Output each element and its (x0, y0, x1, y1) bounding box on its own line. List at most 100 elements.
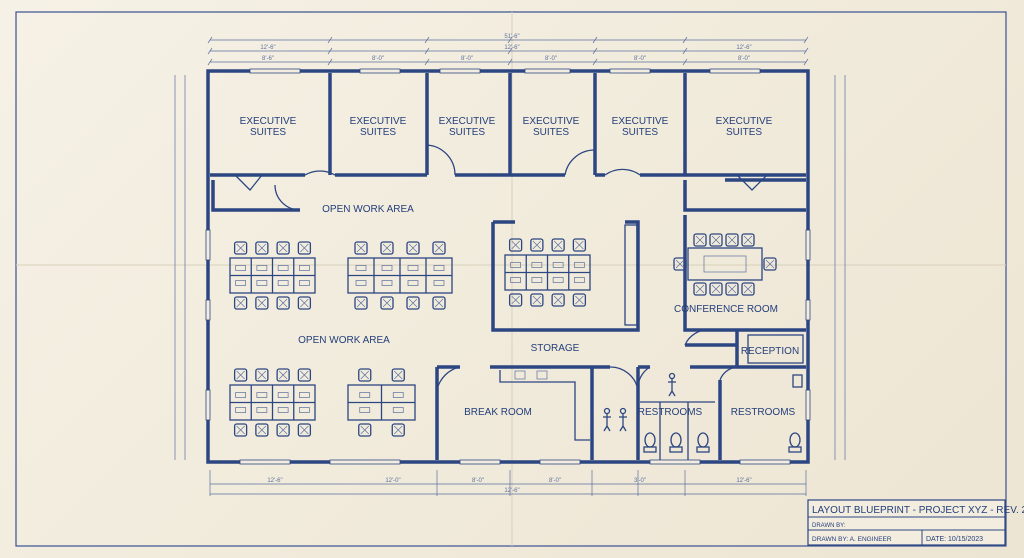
workstation-cluster (347, 384, 416, 421)
room-label-restrooms: RESTROOMS (731, 407, 796, 418)
chair (297, 296, 312, 310)
dim-tick (803, 36, 809, 44)
dim-label: 12'-6" (736, 478, 751, 484)
window (524, 68, 571, 74)
toilet (696, 432, 710, 453)
window (359, 68, 401, 74)
dim-tick (592, 47, 598, 55)
dim-label: 12'-6" (260, 45, 275, 51)
chair (741, 233, 755, 247)
dim-label: 12'-6" (267, 478, 282, 484)
dim-tick (207, 36, 213, 44)
dim-tick (592, 36, 598, 44)
chair (276, 241, 290, 255)
workstation-cluster (229, 257, 316, 294)
chair (709, 233, 723, 247)
reception-desk (747, 334, 804, 364)
chair (297, 423, 312, 437)
window (249, 68, 301, 74)
chair (297, 241, 312, 255)
chair (530, 238, 544, 252)
title-block-drawn-by: DRAWN BY: A. ENGINEER (812, 536, 892, 543)
dim-tick (327, 47, 333, 55)
chair (725, 282, 739, 296)
dim-label: 8'-0" (372, 56, 384, 62)
dim-tick (592, 58, 598, 66)
dim-tick (507, 58, 513, 66)
dim-label: 12'-6" (504, 45, 519, 51)
chair (255, 296, 269, 310)
restroom-sign-icon (603, 407, 611, 432)
dim-tick (207, 47, 213, 55)
dimension-lines: 51'-6" 12'-6" 12'-6" 12'-6" 8'-6" 8'-0" … (174, 34, 846, 496)
window (205, 229, 211, 261)
window (805, 389, 811, 421)
chair (233, 296, 248, 310)
chair (358, 368, 372, 382)
dim-label: 3'-0" (634, 478, 646, 484)
dim-label: 12'-0" (385, 478, 400, 484)
window (205, 389, 211, 421)
chair (354, 296, 368, 310)
window (539, 459, 581, 465)
chair (432, 241, 446, 255)
dim-tick (507, 47, 513, 55)
toilet (643, 432, 657, 453)
chair (380, 296, 394, 310)
dim-bottom-total: 12'-6" (504, 488, 519, 494)
furniture (229, 224, 804, 460)
dim-label: 12'-6" (736, 45, 751, 51)
conference-table (687, 247, 763, 281)
chair (725, 233, 739, 247)
chair (276, 296, 290, 310)
dim-tick (682, 36, 688, 44)
dim-tick (327, 36, 333, 44)
chair (255, 423, 269, 437)
chair (276, 368, 290, 382)
chair (406, 241, 420, 255)
chair (233, 368, 248, 382)
dim-tick (424, 58, 430, 66)
room-label-open-work-area: OPEN WORK AREA (298, 335, 390, 346)
chair (297, 368, 312, 382)
windows (205, 68, 811, 465)
sink (514, 370, 526, 380)
window (739, 459, 791, 465)
room-label-reception: RECEPTION (741, 346, 799, 357)
dim-label: 8'-0" (738, 56, 750, 62)
chair (233, 241, 248, 255)
chair (551, 238, 565, 252)
dim-label: 8'-0" (461, 56, 473, 62)
chair (276, 423, 290, 437)
toilet (788, 432, 802, 453)
chair (693, 233, 707, 247)
dim-tick (424, 36, 430, 44)
title-block-drawn-by-label: DRAWN BY: (812, 523, 846, 529)
room-label-open-work-area: OPEN WORK AREA (322, 204, 414, 215)
dim-label: 8'-0" (472, 478, 484, 484)
chair (530, 293, 544, 307)
title-block-title: LAYOUT BLUEPRINT - PROJECT XYZ - REV. 2 (812, 505, 1024, 516)
chair (709, 282, 723, 296)
dim-tick (424, 47, 430, 55)
window (649, 459, 701, 465)
chair (358, 423, 372, 437)
workstation-cluster (229, 384, 316, 421)
room-label-break-room: BREAK ROOM (464, 407, 532, 418)
window (709, 68, 761, 74)
chair (255, 241, 269, 255)
chair (233, 423, 248, 437)
dim-tick (803, 58, 809, 66)
stall-partitions (640, 401, 715, 460)
chair (354, 241, 368, 255)
window (329, 459, 401, 465)
dim-top-total: 51'-6" (504, 34, 519, 40)
title-block: LAYOUT BLUEPRINT - PROJECT XYZ - REV. 2 … (807, 499, 1024, 546)
